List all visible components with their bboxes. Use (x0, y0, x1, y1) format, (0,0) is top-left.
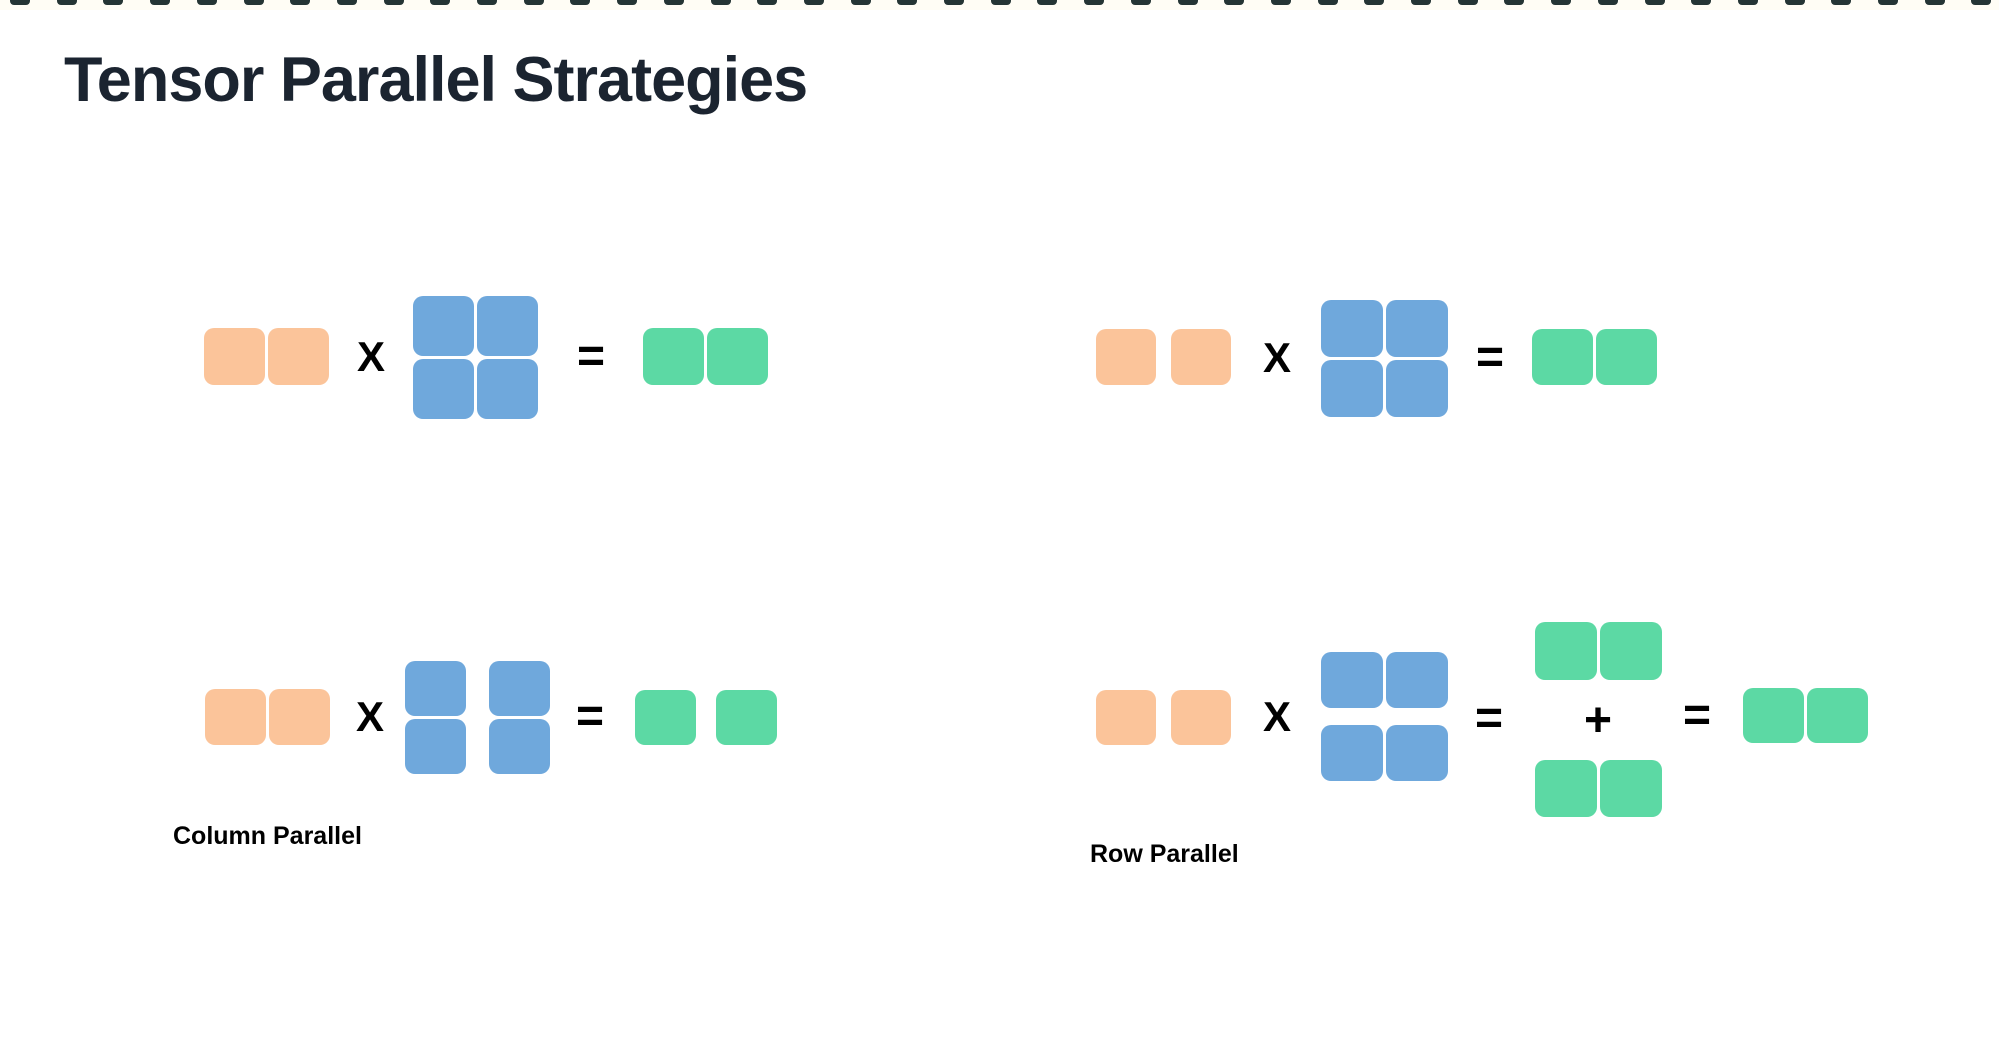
top-edge-band (0, 0, 1999, 10)
equals-symbol: = (1475, 331, 1505, 384)
partial-output-top-blocks-cell (1535, 622, 1597, 680)
weight-matrix-blocks-cell (477, 359, 538, 419)
weight-matrix-column-sharded-blocks-cell (489, 719, 550, 774)
weight-matrix-row-sharded-blocks-cell (1386, 652, 1448, 708)
top-edge-square (290, 0, 311, 5)
plus-symbol: + (1583, 694, 1613, 747)
top-edge-square (1831, 0, 1852, 5)
partial-output-bottom-blocks-cell (1535, 760, 1597, 817)
weight-matrix-row-sharded-blocks-cell (1321, 725, 1383, 781)
multiply-symbol: X (1262, 334, 1292, 381)
input-activation-blocks-cell (204, 328, 265, 385)
output-blocks-cell (1743, 688, 1804, 743)
top-edge-square (1037, 0, 1058, 5)
column-parallel-label: Column Parallel (173, 822, 362, 850)
input-activation-blocks-cell (268, 328, 329, 385)
weight-matrix-row-sharded-blocks-cell (1386, 725, 1448, 781)
top-edge-square (1457, 0, 1478, 5)
top-edge-square (1784, 0, 1805, 5)
top-edge-square (710, 0, 731, 5)
top-edge-square (617, 0, 638, 5)
top-edge-square (1177, 0, 1198, 5)
top-edge-square (1317, 0, 1338, 5)
input-activation-sharded-blocks-cell (1096, 690, 1156, 745)
weight-matrix-blocks-cell (413, 359, 474, 419)
top-edge-square (803, 0, 824, 5)
multiply-symbol: X (355, 693, 385, 740)
top-edge-square (570, 0, 591, 5)
partial-output-top-blocks-cell (1600, 622, 1662, 680)
top-edge-square (1084, 0, 1105, 5)
top-edge-square (850, 0, 871, 5)
weight-matrix-blocks-cell (477, 296, 538, 356)
top-edge-square (523, 0, 544, 5)
multiply-symbol: X (356, 333, 386, 380)
multiply-symbol: X (1262, 693, 1292, 740)
top-edge-square (663, 0, 684, 5)
input-activation-blocks-cell (1096, 329, 1156, 385)
equals-symbol: = (1474, 692, 1504, 745)
weight-matrix-blocks-cell (1386, 300, 1448, 357)
top-edge-square (1551, 0, 1572, 5)
equals-symbol: = (575, 690, 605, 743)
weight-matrix-column-sharded-blocks-cell (405, 719, 466, 774)
top-edge-square (430, 0, 451, 5)
top-edge-square (196, 0, 217, 5)
input-activation-blocks-cell (269, 689, 330, 745)
top-edge-square (1411, 0, 1431, 5)
top-edge-square (897, 0, 918, 5)
input-activation-sharded-blocks-cell (1171, 690, 1231, 745)
top-edge-square (1644, 0, 1665, 5)
top-edge-square (1597, 0, 1618, 5)
equals-symbol-2: = (1682, 689, 1712, 742)
output-blocks-cell (1807, 688, 1868, 743)
output-column-sharded-blocks-cell (635, 690, 696, 745)
top-edge-square (990, 0, 1011, 5)
top-edge-square (56, 0, 77, 5)
top-edge-square (1878, 0, 1898, 5)
top-edge-square (243, 0, 264, 5)
top-edge-square (1691, 0, 1712, 5)
output-blocks-cell (1596, 329, 1657, 385)
row-parallel-label: Row Parallel (1090, 840, 1239, 868)
top-edge-square (1224, 0, 1245, 5)
top-edge-square (477, 0, 497, 5)
weight-matrix-column-sharded-blocks-cell (405, 661, 466, 716)
output-column-sharded-blocks-cell (716, 690, 777, 745)
weight-matrix-blocks-cell (1386, 360, 1448, 417)
top-edge-square (383, 0, 404, 5)
top-edge-square (1971, 0, 1992, 5)
top-edge-square (1737, 0, 1758, 5)
weight-matrix-column-sharded-blocks-cell (489, 661, 550, 716)
equals-symbol: = (576, 330, 606, 383)
top-edge-square (1364, 0, 1385, 5)
weight-matrix-row-sharded-blocks-cell (1321, 652, 1383, 708)
partial-output-bottom-blocks-cell (1600, 760, 1662, 817)
top-edge-square (1504, 0, 1525, 5)
top-edge-square (944, 0, 964, 5)
top-edge-square (1270, 0, 1291, 5)
top-edge-square (150, 0, 171, 5)
weight-matrix-blocks-cell (1321, 300, 1383, 357)
top-edge-square (10, 0, 30, 5)
input-activation-blocks-cell (1171, 329, 1231, 385)
output-blocks-cell (643, 328, 704, 385)
weight-matrix-blocks-cell (413, 296, 474, 356)
page-title: Tensor Parallel Strategies (64, 45, 808, 115)
weight-matrix-blocks-cell (1321, 360, 1383, 417)
top-edge-square (1924, 0, 1945, 5)
output-blocks-cell (1532, 329, 1593, 385)
output-blocks-cell (707, 328, 768, 385)
input-activation-blocks-cell (205, 689, 266, 745)
top-edge-square (757, 0, 778, 5)
top-edge-square (1130, 0, 1151, 5)
top-edge-square (336, 0, 357, 5)
top-edge-square (103, 0, 124, 5)
